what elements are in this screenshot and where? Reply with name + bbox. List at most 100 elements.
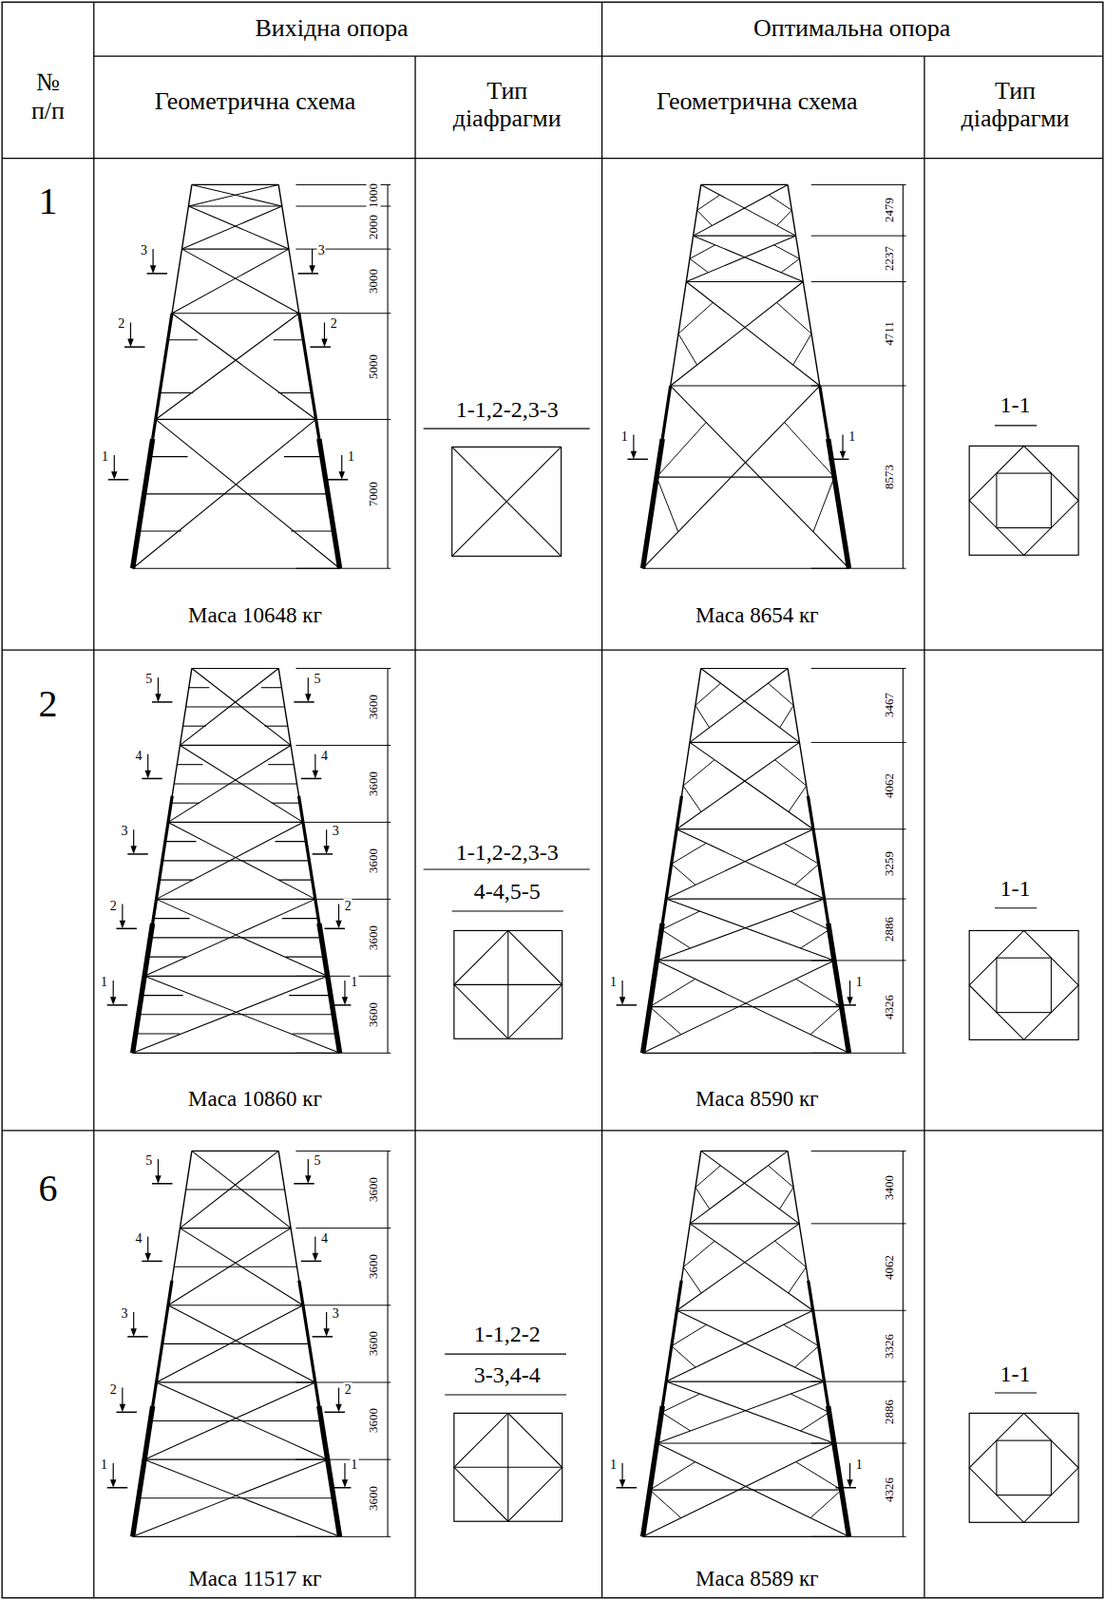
section-mark: 1 [855,1457,864,1473]
dimension-label: 3000 [366,267,382,295]
dimension-label: 3600 [366,1001,382,1029]
tower-brace [678,333,698,365]
section-mark: 4 [134,1231,144,1247]
tower-brace [666,1310,814,1382]
tower-strut [186,705,286,707]
tower-brace [689,742,814,829]
tower-leg-heavy [299,1280,320,1407]
section-mark: 5 [312,1153,322,1169]
tower-brace [649,1462,696,1491]
section-line [298,272,319,275]
section-mark: 2 [109,898,118,915]
tower-strut [144,493,328,495]
tower-strut [171,312,300,314]
tower-strut [666,897,825,899]
dimension-tick [295,1304,391,1306]
table-line [1,157,1104,159]
tower-brace [695,1165,721,1188]
tower-brace [155,313,300,420]
tower-leg-heavy [662,385,670,439]
section-line [312,1335,333,1338]
tower-leg-heavy [643,438,664,569]
section-arrowhead [130,845,136,855]
section-line [141,778,162,781]
diaphragm-label: 4-4,5-5 [474,878,541,906]
dimension-line [902,1150,904,1537]
dimension-label: 3600 [366,847,382,875]
tower-leg [643,184,702,569]
tower-strut [168,1304,304,1306]
section-arrowhead [304,693,311,703]
tower-strut [267,763,294,765]
dimension-label: 4062 [882,1254,897,1281]
tower-brace [171,248,289,314]
tower-brace [780,704,795,727]
dimension-label: 2886 [882,915,897,943]
section-arrow [325,829,327,848]
tower-leg [787,667,849,1053]
header-text: Геометрична схема [154,87,357,116]
dimension-tick [811,1442,907,1444]
section-arrow [338,904,340,923]
mass-label: Маса 10648 кг [188,602,323,628]
tower-leg [278,184,340,569]
dimension-tick [811,568,907,570]
section-mark: 1 [855,974,864,991]
dimension-label: 3600 [366,1330,382,1357]
tower-strut [150,456,189,458]
section-arrow [113,980,115,999]
tower-leg-heavy [299,796,320,924]
tower-brace [810,1489,842,1519]
section-mark: 3 [139,243,149,259]
tower-leg [787,184,849,569]
mass-label: Маса 8654 кг [695,602,819,628]
dimension-label: 7000 [366,480,382,508]
tower-brace [689,1150,788,1223]
tower-brace [181,206,282,249]
tower-strut [168,339,198,341]
dimension-label: 3600 [366,1407,382,1434]
tower-brace [689,667,788,743]
mass-label: Маса 11517 кг [188,1566,322,1592]
section-arrow [343,1463,345,1482]
diaphragm-label: 1-1,2-2,3-3 [456,839,559,867]
tower-brace [188,184,279,207]
tower-brace [683,760,715,786]
section-arrowhead [110,996,116,1006]
section-arrowhead [154,1175,161,1184]
tower-strut [171,802,200,804]
section-arrow [849,1463,851,1482]
section-arrowhead [335,1404,342,1413]
tower-strut [162,1343,310,1345]
section-line [330,1004,351,1007]
tower-strut [191,184,279,186]
tower-brace [795,1346,820,1368]
section-arrow [338,1388,340,1407]
section-mark: 3 [120,823,130,839]
section-arrow [621,980,623,999]
dimension-tick [295,667,391,669]
tower-leg-heavy [133,923,153,1053]
diaphragm-outline [452,446,562,556]
section-arrowhead [339,471,345,480]
section-line [323,928,344,931]
section-mark: 3 [317,243,326,259]
tower-brace [670,281,804,386]
tower-strut [150,1420,322,1422]
tower-brace [689,258,708,272]
tower-brace [790,1393,829,1412]
tower-strut [147,956,187,958]
section-line [152,1182,172,1185]
section-line [312,853,333,856]
section-line [115,928,136,931]
section-mark: 2 [343,1382,353,1398]
tower-strut [138,1013,334,1015]
tower-brace [678,302,713,334]
diaphragm-outline [969,1412,1079,1523]
section-arrow [147,754,149,773]
tower-strut [138,1497,334,1499]
table-line [414,56,416,1599]
tower-brace [656,1381,824,1444]
